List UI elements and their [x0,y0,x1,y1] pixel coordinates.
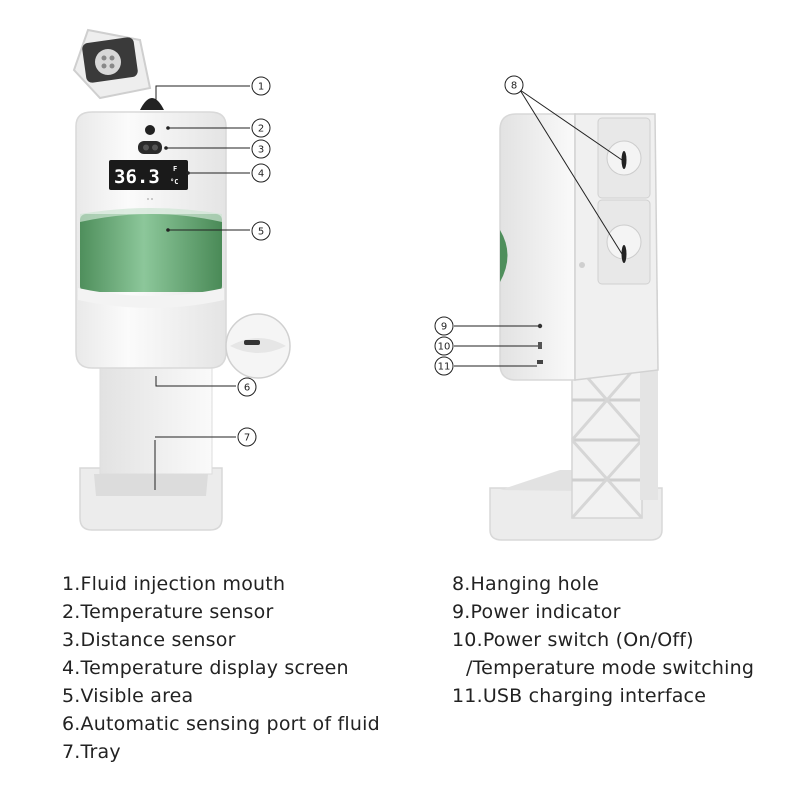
temperature-sensor [145,125,155,135]
power-indicator [537,323,543,329]
legend-item-temperature-sensor: 2.Temperature sensor [62,601,274,623]
hanging-hole-lower [621,245,627,263]
leader-lines [154,85,623,490]
display-unit-c: °C [170,178,178,186]
legend-right-column: 8.Hanging hole 9.Power indicator 10.Powe… [452,570,754,710]
nozzle-top [140,98,164,110]
front-view: 36.3 F °C [72,28,291,531]
callout-3: 3 [251,139,271,159]
tray [79,467,223,531]
callout-5: 5 [251,221,271,241]
stand [99,361,213,475]
display-reading: 36.3 [114,166,160,188]
legend-item-distance-sensor: 3.Distance sensor [62,629,236,651]
callout-10: 10 [434,336,454,356]
legend-item-hanging-hole: 8.Hanging hole [452,573,600,595]
hanging-hole-upper [621,151,627,169]
legend-item-power-switch: 10.Power switch (On/Off) [452,629,694,651]
svg-text:5: 5 [258,227,264,238]
svg-text:8: 8 [511,81,517,92]
legend-item-power-indicator: 9.Power indicator [452,601,621,623]
inset-sensing-port [225,313,291,379]
legend: 1.Fluid injection mouth 2.Temperature se… [0,570,800,790]
svg-text:1: 1 [258,82,264,93]
display-unit-f: F [173,165,177,173]
legend-left-column: 1.Fluid injection mouth 2.Temperature se… [62,570,380,766]
svg-text:11: 11 [438,362,451,373]
product-diagram: 36.3 F °C [72,28,663,541]
legend-item-tray: 7.Tray [62,741,121,763]
side-view [489,113,663,541]
svg-text:7: 7 [244,433,250,444]
mounting-plate [574,113,659,381]
svg-text:4: 4 [258,169,264,180]
callout-2: 2 [251,118,271,138]
usb-charging-interface [537,360,543,364]
svg-text:10: 10 [438,342,451,353]
legend-item-temperature-display: 4.Temperature display screen [62,657,349,679]
leader-endpoints [164,126,190,232]
callout-4: 4 [251,163,271,183]
legend-item-usb-charging: 11.USB charging interface [452,685,707,707]
side-green-window [500,230,508,282]
legend-item-visible-area: 5.Visible area [62,685,194,707]
svg-text:3: 3 [258,145,264,156]
callout-7: 7 [237,427,257,447]
svg-text:2: 2 [258,124,264,135]
callout-1: 1 [251,76,271,96]
callout-badges: 1 2 3 4 5 6 7 8 9 10 11 [237,75,524,447]
svg-text:6: 6 [244,383,250,394]
legend-item-temperature-mode: /Temperature mode switching [466,657,755,679]
visible-area [78,208,224,308]
power-switch [538,342,542,349]
svg-text:9: 9 [441,322,447,333]
legend-item-sensing-port: 6.Automatic sensing port of fluid [62,713,380,735]
callout-6: 6 [237,377,257,397]
side-body [499,113,576,381]
legend-item-fluid-injection-mouth: 1.Fluid injection mouth [62,573,286,595]
callout-9: 9 [434,316,454,336]
temperature-display-screen: 36.3 F °C [109,160,188,190]
callout-11: 11 [434,356,454,376]
inset-injection-mouth [72,28,152,100]
distance-sensor [138,141,162,154]
callout-8: 8 [504,75,524,95]
